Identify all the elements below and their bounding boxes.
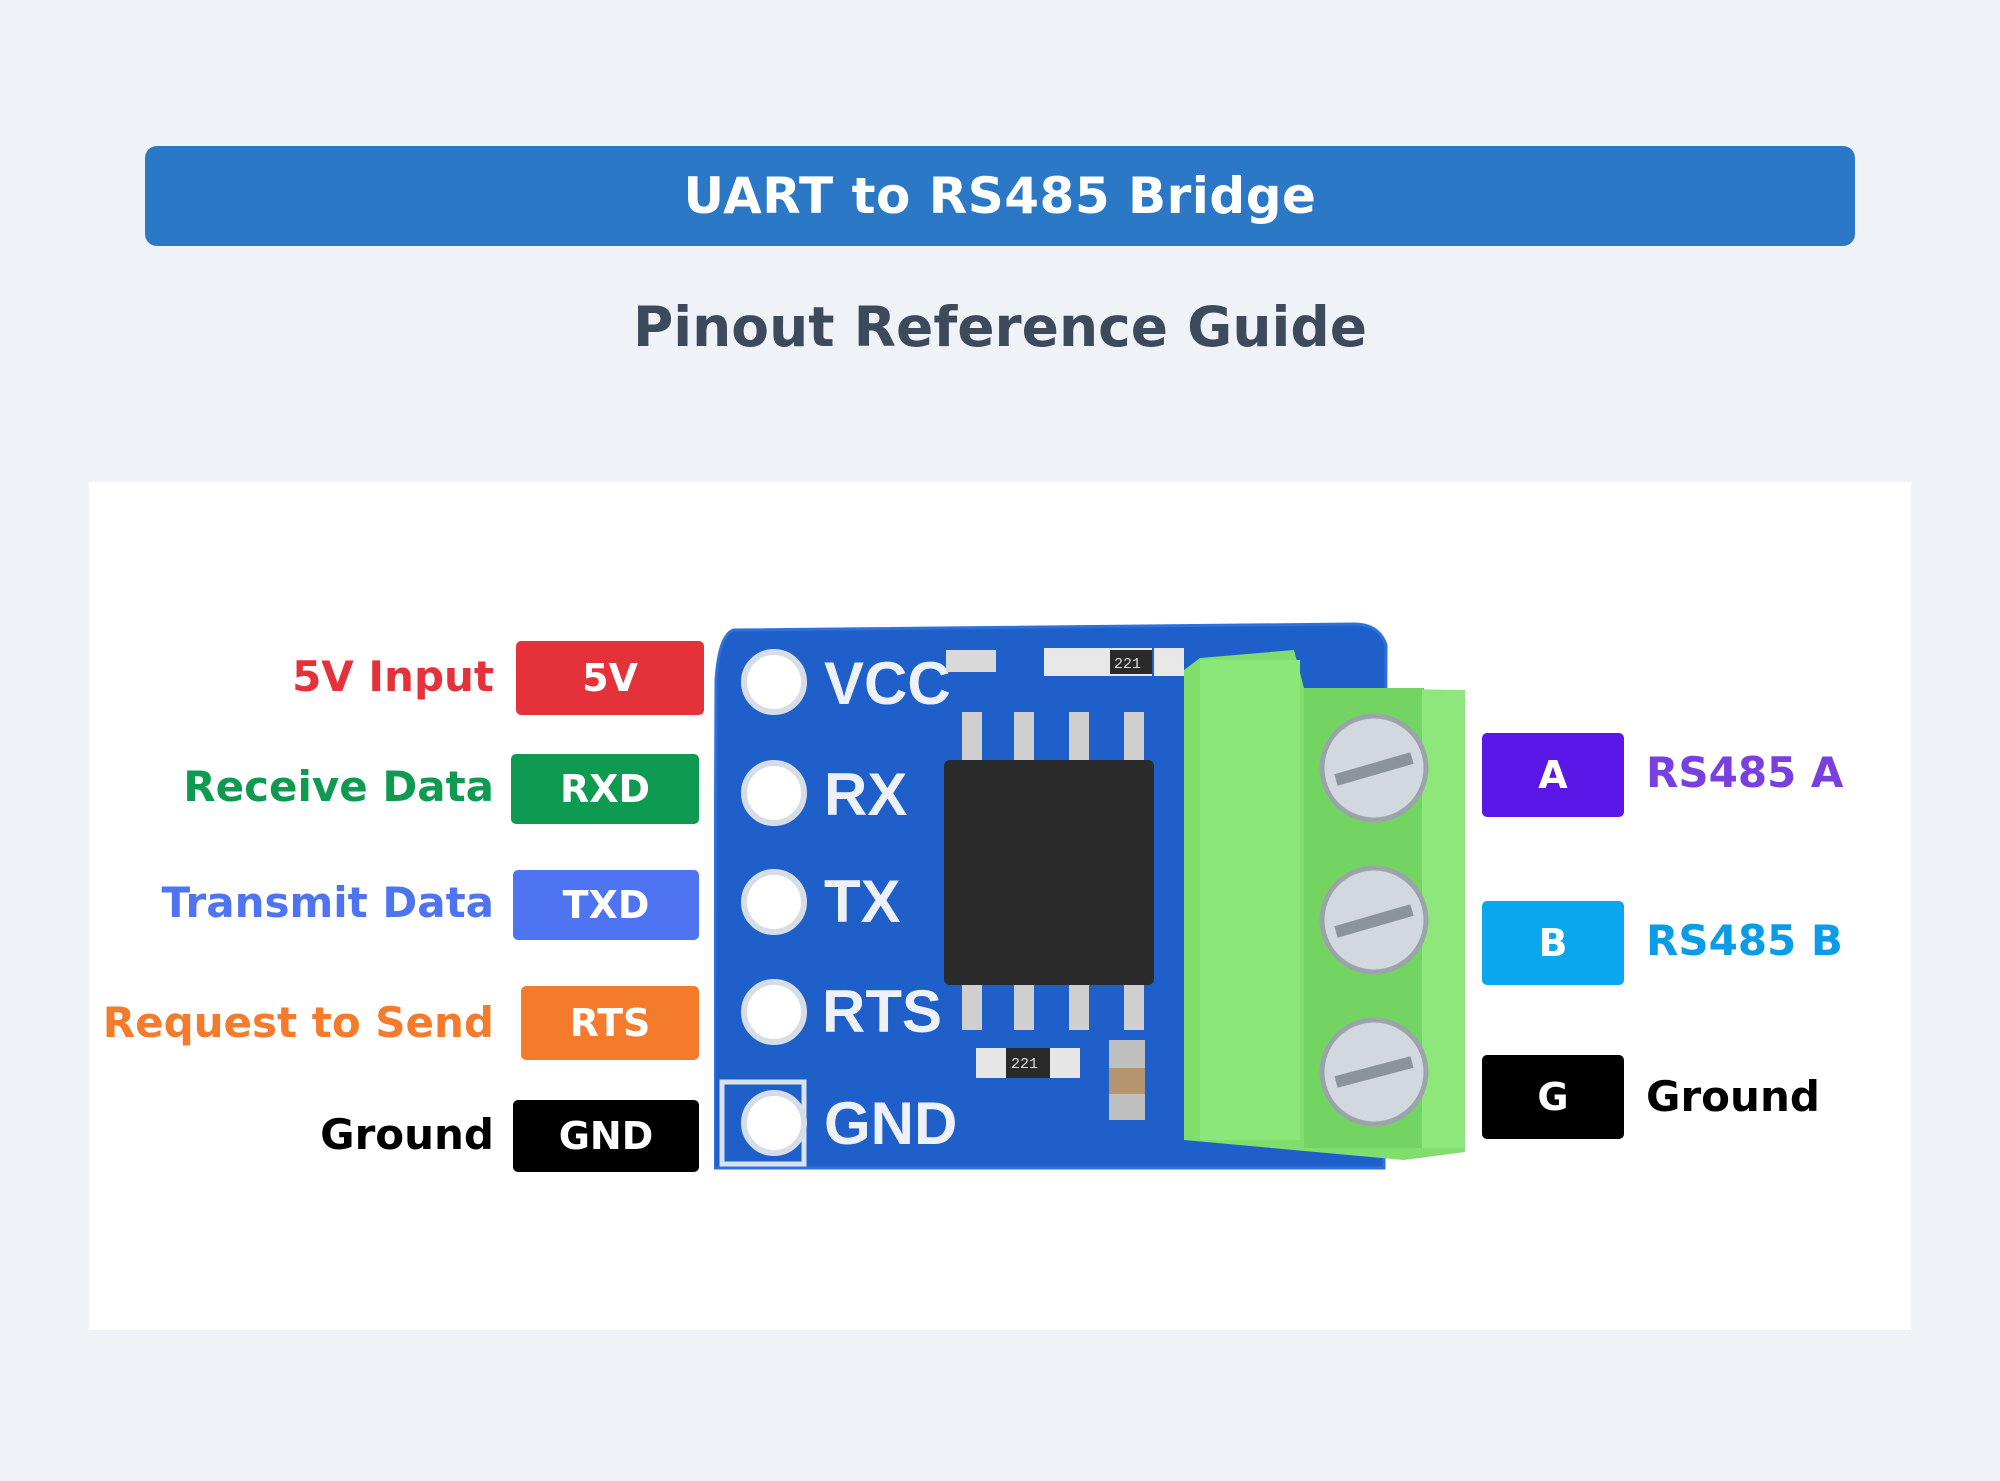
pin-label-g: Ground — [1646, 1072, 1820, 1121]
ic-chip — [944, 712, 1154, 1030]
pin-badge-gnd: GND — [513, 1100, 699, 1172]
pin-badge-b: B — [1482, 901, 1624, 985]
pin-badge-rxd: RXD — [511, 754, 699, 824]
silk-tx: TX — [824, 868, 901, 935]
pin-label-a: RS485 A — [1646, 748, 1844, 797]
svg-text:221: 221 — [1114, 656, 1141, 673]
pin-label-gnd: Ground — [320, 1110, 494, 1159]
pin-label-5v: 5V Input — [292, 652, 494, 701]
silk-vcc: VCC — [824, 650, 951, 717]
top-resistors: 221 — [946, 648, 1184, 676]
svg-text:221: 221 — [1011, 1056, 1038, 1073]
pin-label-txd: Transmit Data — [161, 878, 494, 927]
terminal-block — [1184, 650, 1465, 1160]
silk-rts: RTS — [822, 978, 942, 1045]
pin-badge-g: G — [1482, 1055, 1624, 1139]
pin-badge-a: A — [1482, 733, 1624, 817]
bottom-components: 221 — [976, 1040, 1145, 1120]
silk-gnd: GND — [824, 1090, 957, 1157]
pin-holes — [741, 649, 807, 1156]
pin-label-rts: Request to Send — [102, 998, 494, 1047]
silk-rx: RX — [824, 761, 907, 828]
title-bar: UART to RS485 Bridge — [145, 146, 1855, 246]
pin-label-rxd: Receive Data — [183, 762, 494, 811]
pin-badge-txd: TXD — [513, 870, 699, 940]
terminal-screws — [1319, 713, 1429, 1127]
pin-label-b: RS485 B — [1646, 916, 1843, 965]
pin-badge-5v: 5V — [516, 641, 704, 715]
page-subtitle: Pinout Reference Guide — [632, 295, 1368, 359]
page-title: UART to RS485 Bridge — [683, 167, 1317, 225]
rs485-board-image: VCC RX TX RTS GND 221 221 — [714, 622, 1465, 1170]
pin-badge-rts: RTS — [521, 986, 699, 1060]
